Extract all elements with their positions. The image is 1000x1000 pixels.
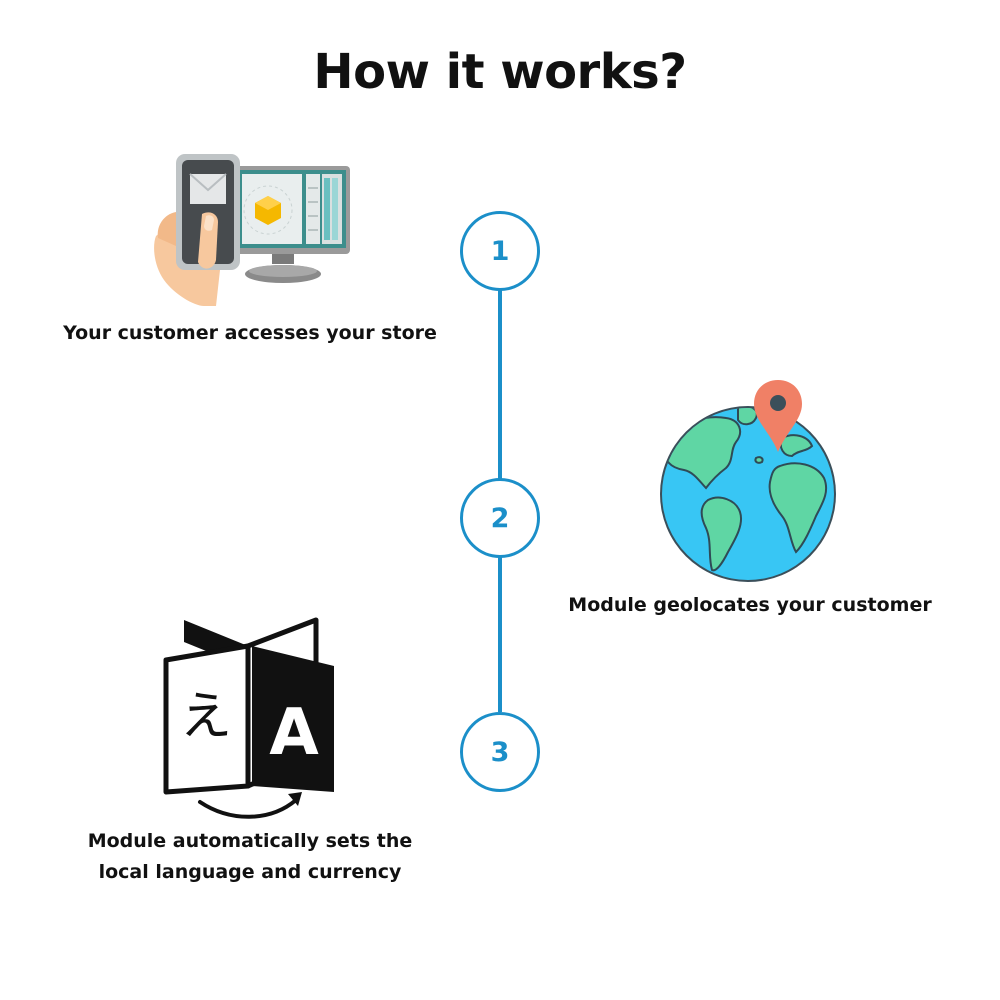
step-2-number: 2 bbox=[490, 502, 510, 534]
step-2-caption-line: Module geolocates your customer bbox=[568, 594, 932, 616]
globe-location-icon bbox=[660, 380, 836, 582]
step-3-caption-line-2: local language and currency bbox=[98, 861, 402, 883]
step-2-circle: 2 bbox=[460, 478, 540, 558]
translate-icon: え A bbox=[163, 617, 334, 819]
step-3-caption-line-1: Module automatically sets the bbox=[87, 830, 413, 852]
step-2-caption: Module geolocates your customer bbox=[540, 590, 960, 621]
step-1-caption: Your customer accesses your store bbox=[40, 318, 460, 349]
step-3-number: 3 bbox=[490, 736, 510, 768]
latin-glyph: A bbox=[269, 696, 319, 770]
japanese-glyph: え bbox=[180, 687, 232, 747]
step-3-circle: 3 bbox=[460, 712, 540, 792]
page-title: How it works? bbox=[313, 44, 687, 100]
step-3-caption: Module automatically sets the local lang… bbox=[50, 826, 450, 888]
step-1-caption-line: Your customer accesses your store bbox=[63, 322, 437, 344]
step-1-circle: 1 bbox=[460, 211, 540, 291]
step-1-number: 1 bbox=[490, 235, 510, 267]
phone-computer-icon bbox=[154, 154, 350, 306]
